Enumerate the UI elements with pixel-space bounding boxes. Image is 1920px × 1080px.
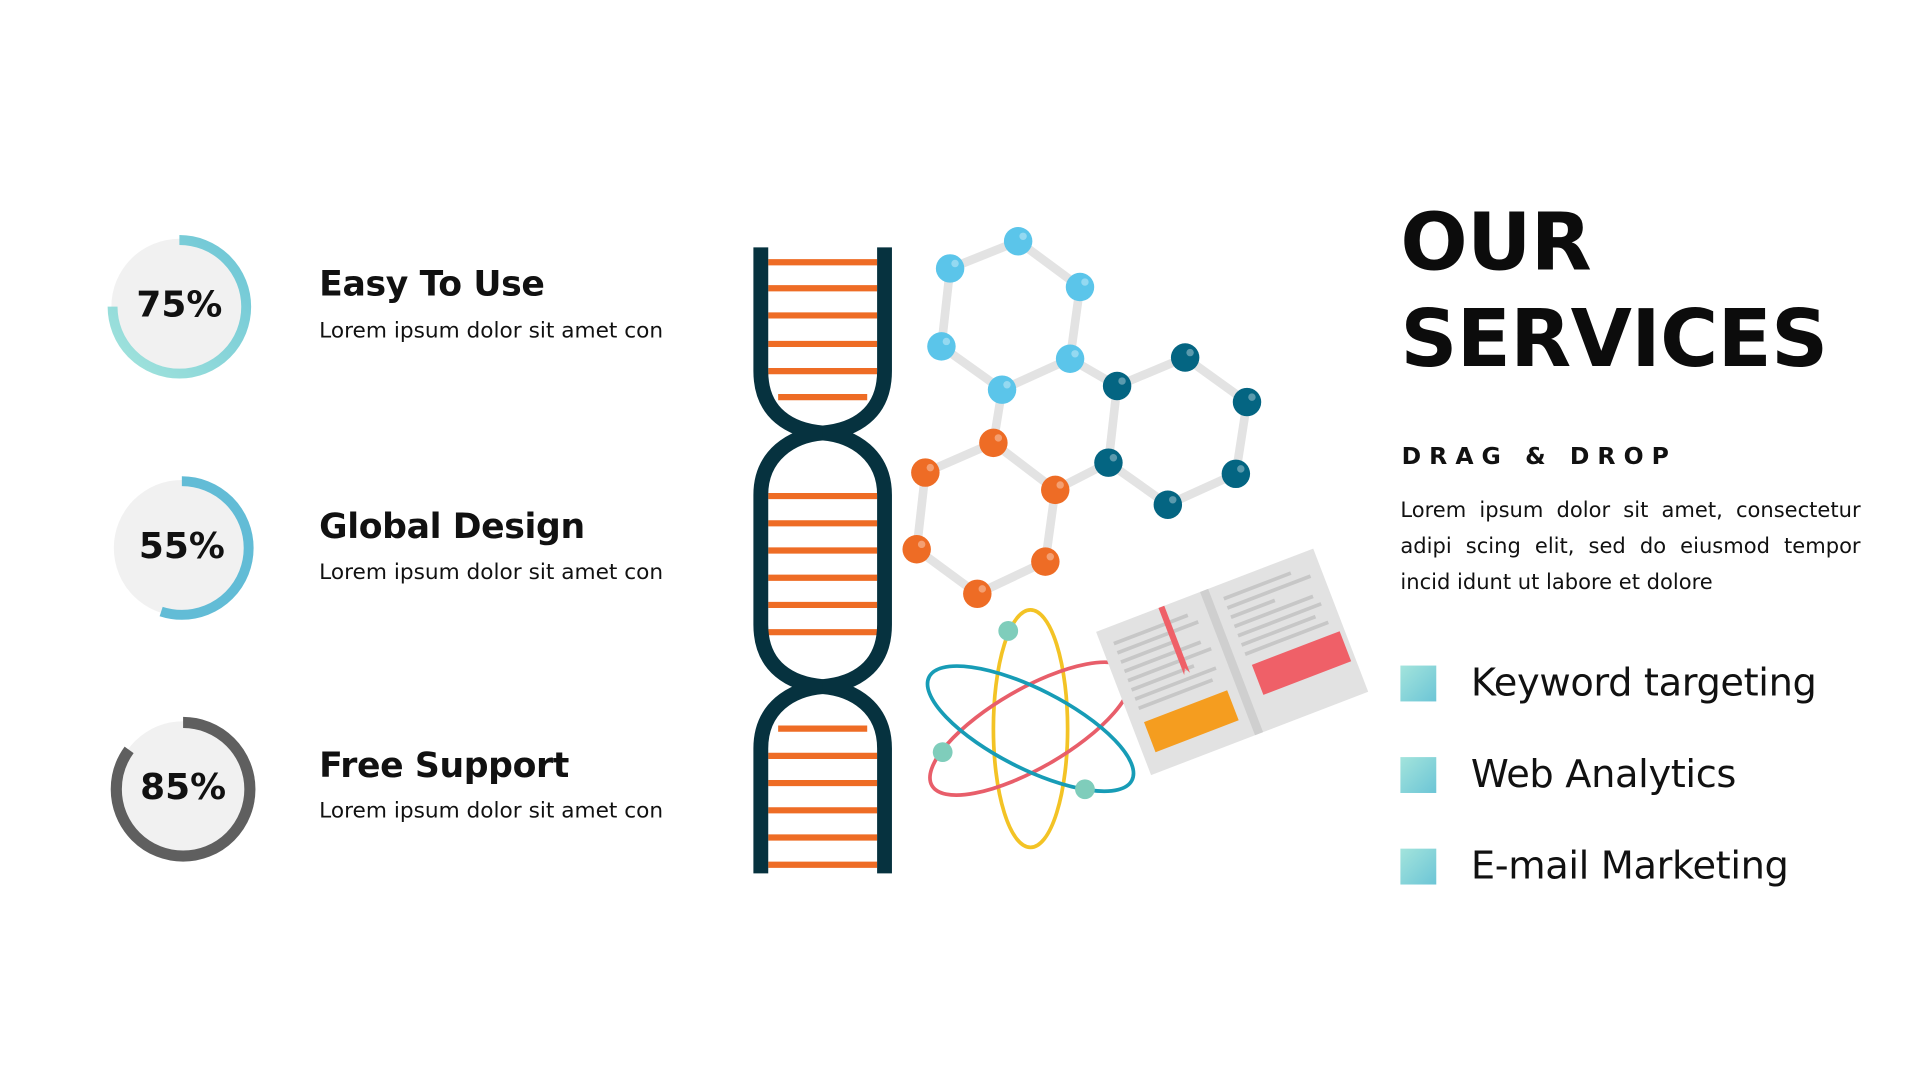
progress-ring (110, 716, 256, 862)
molecule-atom (1221, 459, 1251, 489)
bullet-square-icon (1400, 848, 1437, 884)
service-item: Web Analytics (1400, 752, 1736, 797)
feature-description: Lorem ipsum dolor sit amet con (319, 560, 664, 586)
molecule-atom (1031, 547, 1060, 576)
feature-title: Free Support (319, 744, 569, 786)
heading-line-1: OUR (1400, 197, 1592, 290)
atom-highlight (1109, 454, 1118, 462)
percent-label: 55% (138, 524, 225, 567)
molecule-atom (1003, 227, 1033, 256)
molecule-atom (1041, 475, 1070, 505)
atom-highlight (1019, 232, 1027, 240)
atom-highlight (1186, 348, 1194, 357)
service-label: E-mail Marketing (1470, 843, 1789, 889)
atom-highlight (1003, 381, 1011, 389)
percent-label: 85% (140, 765, 227, 808)
atom-highlight (1081, 278, 1089, 286)
services-subtitle: DRAG & DROP (1401, 442, 1677, 471)
feature-title: Global Design (319, 505, 585, 547)
dna-icon (753, 247, 892, 874)
bullet-square-icon (1400, 756, 1437, 793)
ring-track (111, 238, 248, 375)
feature-description: Lorem ipsum dolor sit amet con (319, 319, 664, 344)
molecule-atom (1055, 344, 1085, 373)
ring-track (115, 721, 252, 858)
atom-highlight (951, 259, 959, 268)
atom-highlight (994, 434, 1003, 442)
progress-ring (107, 235, 252, 379)
molecule-atom (902, 535, 931, 564)
molecule-atom (1102, 371, 1132, 401)
feature-description: Lorem ipsum dolor sit amet con (319, 799, 664, 824)
atom-highlight (1169, 496, 1177, 504)
molecule-atom (1170, 343, 1200, 372)
service-item: E-mail Marketing (1400, 843, 1789, 889)
atom-highlight (1071, 350, 1079, 358)
ring-progress-arc (110, 716, 256, 862)
bullet-square-icon (1400, 664, 1437, 701)
molecule-atom (963, 579, 992, 609)
molecule-atom (935, 254, 965, 283)
atom-highlight (1248, 393, 1256, 401)
percent-label: 75% (136, 283, 223, 326)
atom-highlight (942, 337, 951, 346)
ring-progress-arc (110, 476, 254, 620)
atom-highlight (1118, 377, 1126, 385)
atom-highlight (1237, 465, 1245, 473)
services-heading: OUR SERVICES (1400, 195, 1828, 388)
service-label: Keyword targeting (1470, 660, 1817, 706)
molecule-icon (902, 227, 1262, 609)
molecule-atom (1153, 490, 1183, 519)
molecule-atom (927, 332, 956, 361)
services-paragraph: Lorem ipsum dolor sit amet, consectetur … (1400, 498, 1861, 596)
service-item: Keyword targeting (1400, 660, 1817, 706)
atom-highlight (1046, 552, 1055, 561)
atom-highlight (1056, 481, 1064, 489)
service-label: Web Analytics (1470, 752, 1737, 797)
atom-highlight (917, 540, 926, 549)
molecule-atom (1232, 387, 1262, 417)
ring-progress-arc (107, 235, 252, 379)
progress-ring (110, 476, 254, 620)
molecule-atom (979, 428, 1008, 458)
feature-title: Easy To Use (319, 263, 545, 305)
molecule-atom (911, 458, 940, 487)
molecule-atom (1094, 448, 1123, 477)
heading-line-2: SERVICES (1400, 294, 1828, 386)
atom-highlight (926, 463, 935, 472)
ring-track (113, 479, 250, 617)
book-icon (1096, 548, 1369, 776)
molecule-atom (1065, 272, 1095, 302)
atom-highlight (978, 585, 986, 593)
molecule-atom (987, 375, 1017, 404)
